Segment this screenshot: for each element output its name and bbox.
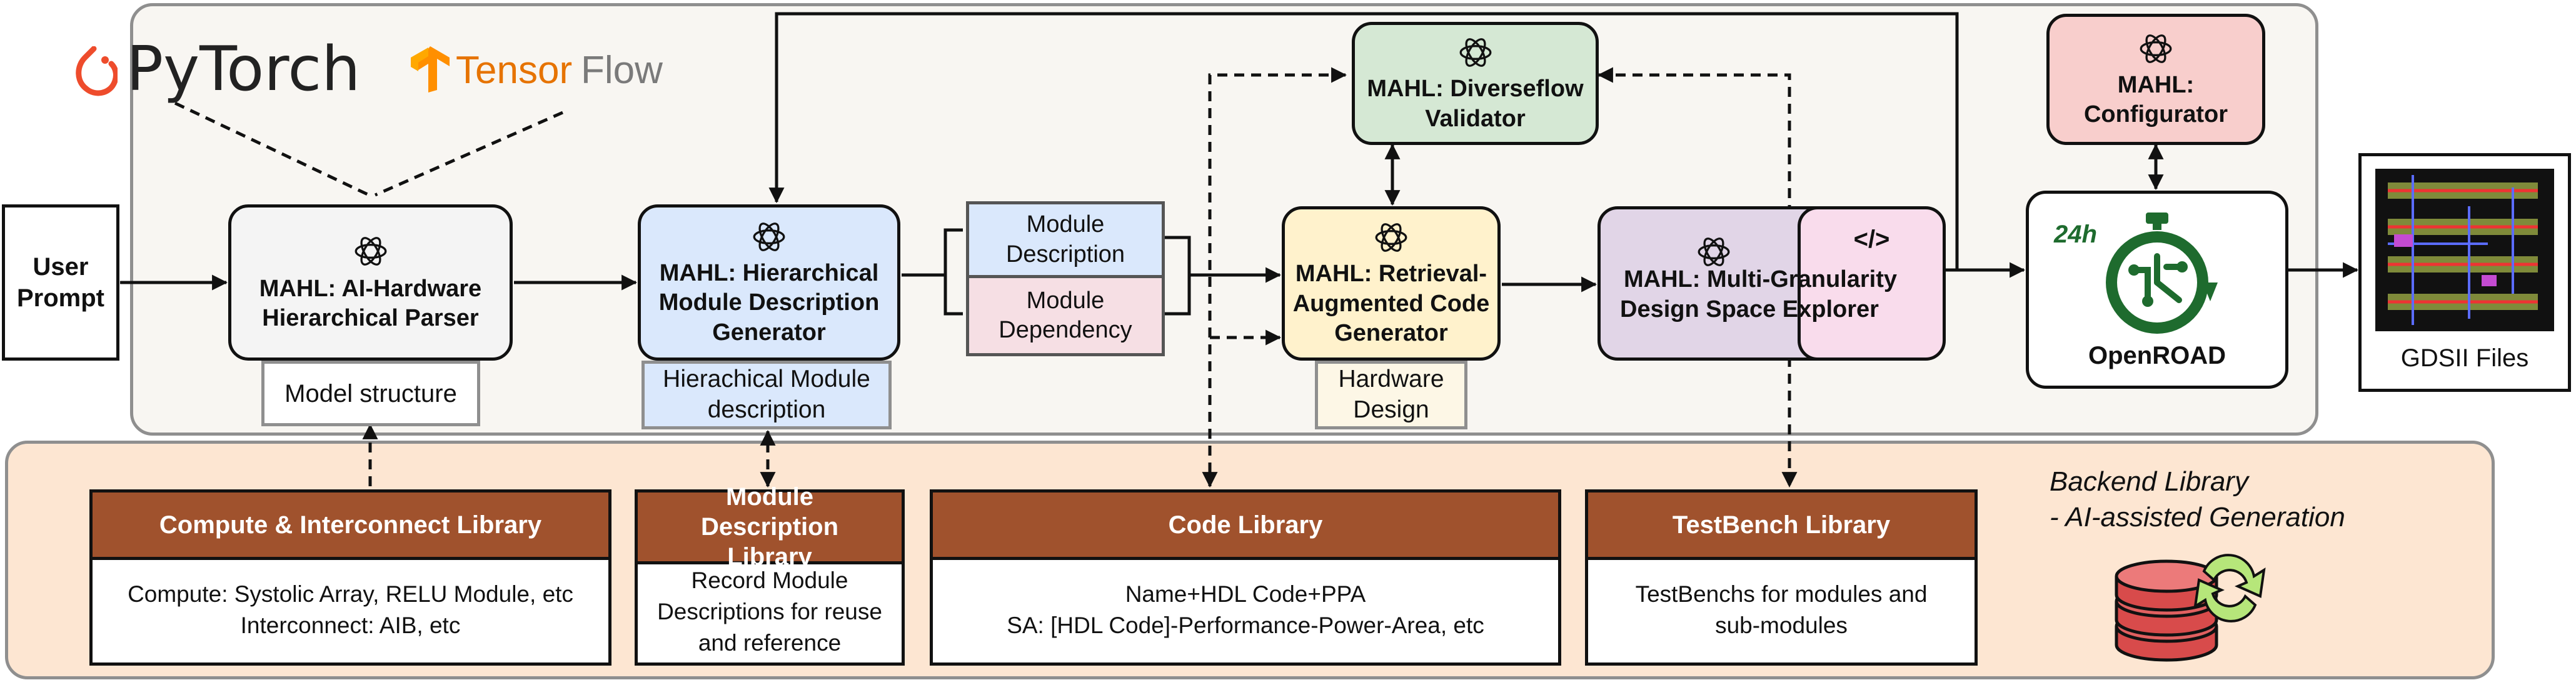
library-header: TestBench Library: [1588, 492, 1975, 560]
openroad-node: 24h OpenROAD: [2026, 191, 2288, 389]
library-body: Compute: Systolic Array, RELU Module, et…: [93, 557, 608, 662]
openai-icon: [1698, 238, 1730, 266]
library-body-line: SA: [HDL Code]-Performance-Power-Area, e…: [1007, 612, 1484, 638]
parser-note-label: Model structure: [284, 379, 457, 408]
database-icon: [2115, 554, 2266, 662]
library-header: Code Library: [933, 492, 1558, 560]
generator-node: MAHL: Hierarchical Module Description Ge…: [638, 204, 900, 361]
rag-label: MAHL: Retrieval-Augmented Code Generator: [1292, 261, 1490, 347]
module-description-label: Module Description: [1005, 211, 1125, 268]
pytorch-logo: PyTorch: [68, 34, 368, 108]
user-prompt-box: User Prompt: [2, 204, 119, 361]
openai-icon: [355, 236, 386, 266]
pytorch-dash: [174, 101, 370, 197]
tensorflow-dash: [374, 111, 564, 197]
openai-icon: [1375, 223, 1407, 252]
gdsii-box: GDSII Files: [2358, 153, 2571, 392]
generator-label: MAHL: Hierarchical Module Description Ge…: [658, 259, 880, 346]
user-prompt-label: User Prompt: [17, 253, 104, 312]
configurator-node: MAHL: Configurator: [2046, 14, 2265, 145]
library-body-line: TestBenchs for modules and: [1635, 581, 1928, 607]
tensorflow-word-b: Flow: [581, 49, 663, 92]
tensorflow-icon: [411, 46, 450, 92]
explorer-tag-box: </>: [1798, 206, 1946, 361]
library-body: Name+HDL Code+PPA SA: [HDL Code]-Perform…: [933, 557, 1558, 662]
feedback-loop: [768, 12, 1959, 270]
module-description-library: Module Description Library Record Module…: [635, 483, 905, 666]
generator-note: Hierachical Module description: [641, 361, 892, 429]
pytorch-flame-icon: [76, 46, 118, 96]
compute-interconnect-library: Compute & Interconnect Library Compute: …: [89, 489, 611, 666]
tensorflow-logo: Tensor Flow: [410, 45, 672, 98]
rag-note-label: Hardware Design: [1338, 366, 1444, 423]
rag-note: Hardware Design: [1315, 361, 1467, 429]
openroad-badge: 24h: [2054, 221, 2097, 248]
code-library: Code Library Name+HDL Code+PPA SA: [HDL …: [930, 489, 1561, 666]
rag-node: MAHL: Retrieval-Augmented Code Generator: [1282, 206, 1501, 361]
openai-icon: [2140, 34, 2172, 63]
module-dependency-box: Module Dependency: [966, 278, 1165, 356]
parser-label: MAHL: AI-Hardware Hierarchical Parser: [259, 275, 482, 332]
library-header: Module Description Library: [638, 483, 902, 571]
stopwatch-icon: [2106, 212, 2218, 334]
library-body-line: Descriptions for reuse: [657, 599, 882, 625]
parser-note: Model structure: [261, 361, 480, 426]
library-body-line: Record Module: [691, 568, 848, 594]
backend-library-caption: Backend Library - AI-assisted Generation: [2050, 464, 2425, 539]
library-body-line: and reference: [698, 629, 842, 656]
generator-note-label: Hierachical Module description: [663, 366, 870, 423]
backend-title: Backend Library: [2050, 466, 2248, 497]
openai-icon: [753, 222, 785, 251]
bracket-right: [1164, 236, 1191, 316]
tensorflow-word-a: Tensor: [456, 49, 573, 92]
pytorch-wordmark: PyTorch: [126, 34, 361, 105]
configurator-label: MAHL: Configurator: [2083, 71, 2228, 128]
bracket-left: [943, 228, 963, 316]
module-dependency-label: Module Dependency: [999, 287, 1132, 344]
library-body-line: sub-modules: [1715, 612, 1848, 638]
openroad-label: OpenROAD: [2088, 342, 2226, 369]
library-body-line: Name+HDL Code+PPA: [1125, 581, 1366, 607]
module-description-box: Module Description: [966, 201, 1165, 278]
library-body-line: Interconnect: AIB, etc: [240, 612, 461, 638]
library-body-line: Compute: Systolic Array, RELU Module, et…: [128, 581, 573, 607]
openai-icon: [1459, 38, 1491, 67]
gdsii-label: GDSII Files: [2400, 344, 2529, 372]
backend-subtitle: - AI-assisted Generation: [2050, 502, 2345, 533]
sync-icon: [2193, 554, 2266, 622]
library-body: TestBenchs for modules and sub-modules: [1588, 557, 1975, 662]
testbench-library: TestBench Library TestBenchs for modules…: [1585, 489, 1978, 666]
code-tag-icon: </>: [1853, 226, 1890, 253]
validator-label: MAHL: Diverseflow Validator: [1367, 76, 1584, 132]
chip-layout-icon: [2375, 169, 2554, 331]
code-lib-dash: [1202, 67, 1347, 488]
parser-node: MAHL: AI-Hardware Hierarchical Parser: [228, 204, 513, 361]
library-body: Record Module Descriptions for reuse and…: [638, 561, 902, 662]
library-header: Compute & Interconnect Library: [93, 492, 608, 560]
validator-node: MAHL: Diverseflow Validator: [1352, 22, 1599, 145]
